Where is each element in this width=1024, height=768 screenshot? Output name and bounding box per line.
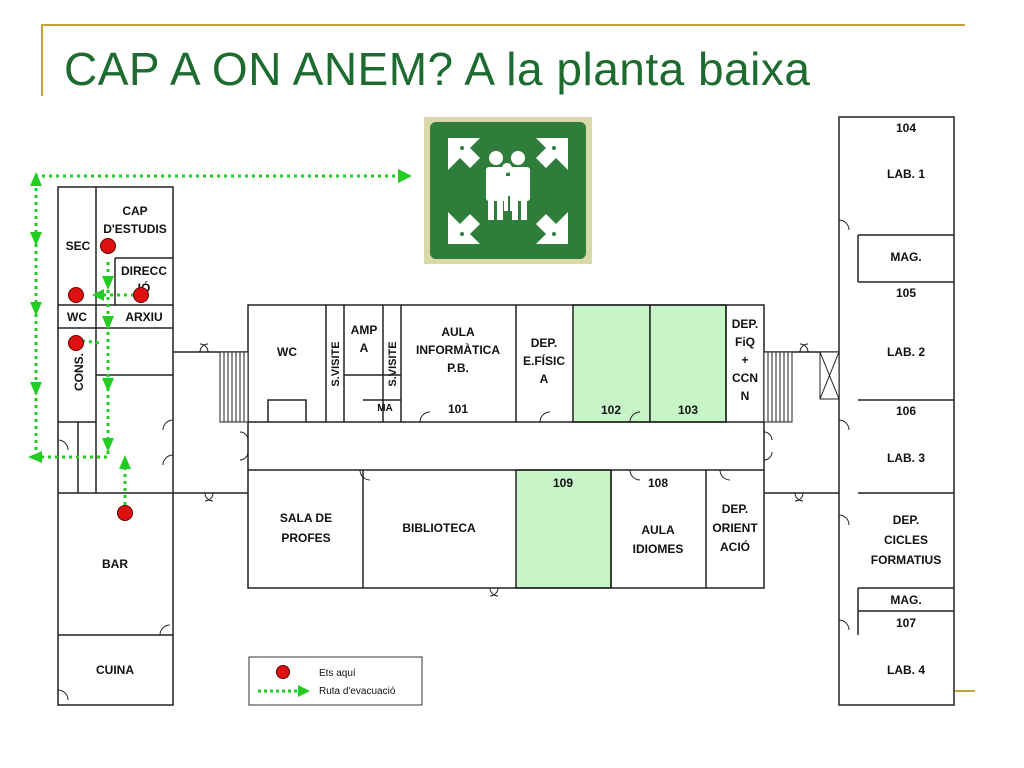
legend-here-text: Ets aquí [319,668,356,679]
label-dep-fiq-3: + [741,353,748,367]
label-dep-cicles-3: FORMATIUS [871,553,941,567]
marker-cap-estudis [100,238,116,254]
label-cons: CONS. [72,353,86,391]
label-dep-efisica-1: DEP. [531,336,557,350]
label-dep-efisica-3: A [540,372,549,386]
label-lab1: LAB. 1 [887,167,925,181]
label-aula-idiomes-2: IDIOMES [633,542,684,556]
legend-marker-icon [276,665,290,679]
label-s-visite-2: S.VISITE [387,341,399,386]
label-dep-fiq-5: N [741,389,750,403]
label-mag-2: MAG. [890,593,921,607]
label-106: 106 [896,404,916,418]
room-109 [515,469,612,589]
label-cap-estudis-2: D'ESTUDIS [103,222,167,236]
label-lab2: LAB. 2 [887,345,925,359]
label-dep-cicles-1: DEP. [893,513,919,527]
label-104: 104 [896,121,916,135]
label-dep-cicles-2: CICLES [884,533,928,547]
page-title: CAP A ON ANEM? A la planta baixa [64,43,811,95]
label-dep-efisica-2: E.FÍSIC [523,353,565,368]
marker-cons [68,335,84,351]
label-102: 102 [601,403,621,417]
label-dep-fiq-4: CCN [732,371,758,385]
accent-line-left [41,24,43,96]
label-direccio-1: DIRECC [121,264,167,278]
marker-sec [68,287,84,303]
label-dep-fiq-1: DEP. [732,317,758,331]
label-sec: SEC [66,239,91,253]
accent-line-top [41,24,965,26]
label-mag-1: MAG. [890,250,921,264]
legend-route-arrow-icon [298,685,310,697]
accent-line-right [955,690,975,692]
you-are-here-markers [68,238,149,521]
doors [57,219,850,701]
label-lab4: LAB. 4 [887,663,925,677]
route-arrows [28,169,412,469]
label-dep-fiq-2: FiQ [735,335,755,349]
label-aula-idiomes-1: AULA [641,523,675,537]
label-s-visite-1: S.VISITE [330,341,342,386]
label-ma: MA [377,403,393,414]
label-biblioteca: BIBLIOTECA [402,521,476,535]
room-labels: SEC CAP D'ESTUDIS DIRECC IÓ WC ARXIU CON… [66,121,942,677]
label-dep-orientacio-2: ORIENT [712,521,758,535]
label-aula-info-3: P.B. [447,361,469,375]
label-103: 103 [678,403,698,417]
label-105: 105 [896,286,916,300]
label-bar: BAR [102,557,128,571]
label-arxiu: ARXIU [125,310,162,324]
label-108: 108 [648,476,668,490]
label-ampa-1: AMP [351,323,378,337]
label-dep-orientacio-3: ACIÓ [720,539,750,554]
label-sala-profes-2: PROFES [281,531,330,545]
label-101: 101 [448,402,468,416]
label-wc-left: WC [67,310,87,324]
walls [57,116,955,706]
label-dep-orientacio-1: DEP. [722,502,748,516]
label-sala-profes-1: SALA DE [280,511,332,525]
room-102 [572,304,651,423]
label-aula-info-2: INFORMÀTICA [416,342,500,357]
label-107: 107 [896,616,916,630]
legend: Ets aquí Ruta d'evacuació [248,656,423,706]
label-109: 109 [553,476,573,490]
assembly-point-icon [424,117,592,264]
legend-route-text: Ruta d'evacuació [319,686,396,697]
label-aula-info-1: AULA [441,325,475,339]
label-wc-center: WC [277,345,297,359]
label-lab3: LAB. 3 [887,451,925,465]
label-ampa-2: A [360,341,369,355]
marker-bar [117,505,133,521]
label-cap-estudis-1: CAP [122,204,147,218]
label-cuina: CUINA [96,663,134,677]
stairs [219,351,840,423]
marker-direccio [133,287,149,303]
evacuation-route [34,174,400,505]
